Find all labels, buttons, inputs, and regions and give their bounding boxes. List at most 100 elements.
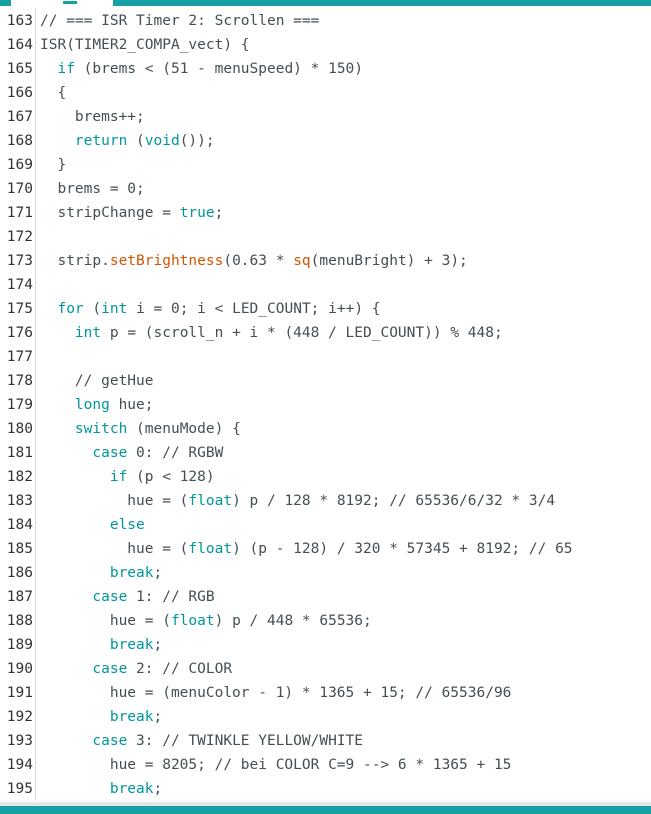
code-text: hue = (float) (p - 128) / 320 * 57345 + … <box>40 537 572 561</box>
code-line[interactable]: 164 ISR(TIMER2_COMPA_vect) { <box>0 33 651 57</box>
code-text: stripChange = true; <box>40 201 223 225</box>
code-line[interactable]: 175 for (int i = 0; i < LED_COUNT; i++) … <box>0 297 651 321</box>
line-number: 190 <box>6 661 33 677</box>
code-line[interactable]: 184 else <box>0 513 651 537</box>
code-line[interactable]: 195 break; <box>0 777 651 801</box>
code-token: 1: // RGB <box>127 589 215 605</box>
code-token <box>40 445 92 461</box>
code-line[interactable]: 189 break; <box>0 633 651 657</box>
code-line[interactable]: 186 break; <box>0 561 651 585</box>
code-line[interactable]: 166 { <box>0 81 651 105</box>
code-text: break; <box>40 561 162 585</box>
tab-bar <box>0 0 651 6</box>
line-number: 183 <box>6 493 33 509</box>
line-number: 177 <box>6 349 33 365</box>
code-token <box>40 709 110 725</box>
code-token <box>40 733 92 749</box>
code-token: (menuBright) + 3); <box>310 253 468 269</box>
code-token: float <box>188 493 233 509</box>
line-number-gutter <box>0 9 36 801</box>
code-line[interactable]: 191 hue = (menuColor - 1) * 1365 + 15; /… <box>0 681 651 705</box>
line-number: 192 <box>6 709 33 725</box>
code-token: 3: // TWINKLE YELLOW/WHITE <box>127 733 364 749</box>
code-token <box>40 781 110 797</box>
code-token: } <box>40 157 67 173</box>
code-text: brems = 0; <box>40 177 144 201</box>
code-token: switch <box>74 421 128 437</box>
code-token: break <box>109 565 154 581</box>
line-number: 175 <box>6 301 33 317</box>
code-text: else <box>40 513 145 537</box>
code-line[interactable]: 188 hue = (float) p / 448 * 65536; <box>0 609 651 633</box>
code-token: stripChange = <box>40 205 180 221</box>
code-token: hue; <box>109 397 154 413</box>
code-text: ISR(TIMER2_COMPA_vect) { <box>40 33 250 57</box>
code-token: ; <box>153 781 163 797</box>
code-token: ) p / 128 * 8192; // 65536/6/32 * 3/4 <box>232 493 556 509</box>
code-text: hue = (float) p / 448 * 65536; <box>40 609 372 633</box>
code-line[interactable]: 194 hue = 8205; // bei COLOR C=9 --> 6 *… <box>0 753 651 777</box>
code-token: ) p / 448 * 65536; <box>214 613 372 629</box>
code-token: ; <box>214 205 224 221</box>
code-line[interactable]: 180 switch (menuMode) { <box>0 417 651 441</box>
code-text: // === ISR Timer 2: Scrollen === <box>40 9 319 33</box>
code-token: (brems < (51 - menuSpeed) * 150) <box>74 61 364 77</box>
code-line[interactable]: 190 case 2: // COLOR <box>0 657 651 681</box>
code-token: true <box>179 205 215 221</box>
code-token <box>40 589 92 605</box>
code-line[interactable]: 192 break; <box>0 705 651 729</box>
code-editor[interactable]: 163// === ISR Timer 2: Scrollen === 164 IS… <box>0 9 651 801</box>
code-line[interactable]: 165 if (brems < (51 - menuSpeed) * 150) <box>0 57 651 81</box>
line-number: 191 <box>6 685 33 701</box>
code-text: case 3: // TWINKLE YELLOW/WHITE <box>40 729 363 753</box>
code-line[interactable]: 171 stripChange = true; <box>0 201 651 225</box>
code-token: float <box>170 613 215 629</box>
code-text: // getHue <box>40 369 154 393</box>
code-text: } <box>40 153 66 177</box>
code-line[interactable]: 163// === ISR Timer 2: Scrollen === <box>0 9 651 33</box>
code-token: void <box>144 133 180 149</box>
code-text: brems++; <box>40 105 145 129</box>
file-tab[interactable] <box>10 0 114 6</box>
code-text: case 1: // RGB <box>40 585 215 609</box>
line-number: 180 <box>6 421 33 437</box>
code-line[interactable]: 187 case 1: // RGB <box>0 585 651 609</box>
code-line[interactable]: 183 hue = (float) p / 128 * 8192; // 655… <box>0 489 651 513</box>
code-line[interactable]: 167 brems++; <box>0 105 651 129</box>
code-line[interactable]: 169 } <box>0 153 651 177</box>
code-line[interactable]: 173 strip.setBrightness(0.63 * sq(menuBr… <box>0 249 651 273</box>
line-number: 182 <box>6 469 33 485</box>
code-token: if <box>109 469 128 485</box>
line-number: 174 <box>6 277 33 293</box>
code-text: hue = (menuColor - 1) * 1365 + 15; // 65… <box>40 681 512 705</box>
code-line[interactable]: 176 int p = (scroll_n + i * (448 / LED_C… <box>0 321 651 345</box>
code-line[interactable]: 178 // getHue <box>0 369 651 393</box>
code-token <box>40 301 57 317</box>
code-line[interactable]: 172 <box>0 225 651 249</box>
code-line[interactable]: 193 case 3: // TWINKLE YELLOW/WHITE <box>0 729 651 753</box>
code-token: break <box>109 709 154 725</box>
code-token: brems++; <box>40 109 145 125</box>
code-token: // getHue <box>40 373 154 389</box>
code-line[interactable]: 181 case 0: // RGBW <box>0 441 651 465</box>
code-line[interactable]: 170 brems = 0; <box>0 177 651 201</box>
code-text: int p = (scroll_n + i * (448 / LED_COUNT… <box>40 321 503 345</box>
line-number: 167 <box>6 109 33 125</box>
code-token: sq <box>293 253 311 269</box>
code-text: hue = (float) p / 128 * 8192; // 65536/6… <box>40 489 555 513</box>
code-line[interactable]: 179 long hue; <box>0 393 651 417</box>
horizontal-scrollbar-track[interactable] <box>0 802 651 806</box>
code-line[interactable]: 174 <box>0 273 651 297</box>
code-token: break <box>109 781 154 797</box>
code-line[interactable]: 168 return (void()); <box>0 129 651 153</box>
code-line[interactable]: 177 <box>0 345 651 369</box>
code-token: (p < 128) <box>127 469 215 485</box>
code-line[interactable]: 185 hue = (float) (p - 128) / 320 * 5734… <box>0 537 651 561</box>
code-text: case 0: // RGBW <box>40 441 223 465</box>
line-number: 179 <box>6 397 33 413</box>
code-token: ( <box>127 133 145 149</box>
code-token: for <box>57 301 84 317</box>
line-number: 164 <box>6 37 33 53</box>
code-line[interactable]: 182 if (p < 128) <box>0 465 651 489</box>
